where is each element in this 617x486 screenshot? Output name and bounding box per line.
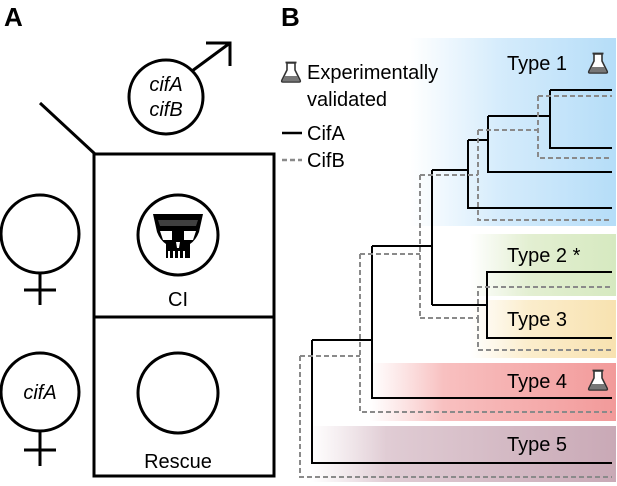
male-symbol: cifA cifB xyxy=(127,41,232,136)
type-1-label: Type 1 xyxy=(507,53,567,75)
panel-b: B Type 1 Type 2 * Type 3 Type 4 Type 5 E… xyxy=(280,2,616,482)
type-3-band xyxy=(470,300,616,358)
legend-cifa: CifA xyxy=(307,123,345,145)
rescue-label: Rescue xyxy=(144,451,212,473)
skull-icon xyxy=(136,193,220,277)
legend-validated-line2: validated xyxy=(307,89,387,111)
ci-label: CI xyxy=(168,289,188,311)
cross-diagonal xyxy=(38,101,97,156)
female-cifa-symbol: cifA xyxy=(0,351,81,466)
legend-flask-icon xyxy=(280,61,302,83)
female-gene-cifa: cifA xyxy=(23,382,56,404)
cifb-tree xyxy=(299,95,612,478)
panel-a: A cifA cifB CI Resc xyxy=(0,2,276,478)
legend-validated-line1: Experimentally xyxy=(307,62,438,84)
type-1-band xyxy=(410,38,616,226)
type-2-label: Type 2 * xyxy=(507,245,581,267)
panel-b-letter: B xyxy=(281,2,300,32)
male-gene-cifa: cifA xyxy=(149,74,182,96)
type-3-label: Type 3 xyxy=(507,309,567,331)
type-5-band xyxy=(310,426,616,482)
type-2-band xyxy=(470,234,616,296)
cross-grid xyxy=(92,152,276,478)
male-gene-cifb: cifB xyxy=(149,99,182,121)
legend-cifb: CifB xyxy=(307,150,345,172)
panel-a-letter: A xyxy=(4,2,23,32)
type-5-label: Type 5 xyxy=(507,434,567,456)
female-symbol xyxy=(0,193,81,305)
rescue-circle xyxy=(136,351,220,435)
type-4-label: Type 4 xyxy=(507,371,567,393)
legend: Experimentally validated CifA CifB xyxy=(280,61,438,172)
